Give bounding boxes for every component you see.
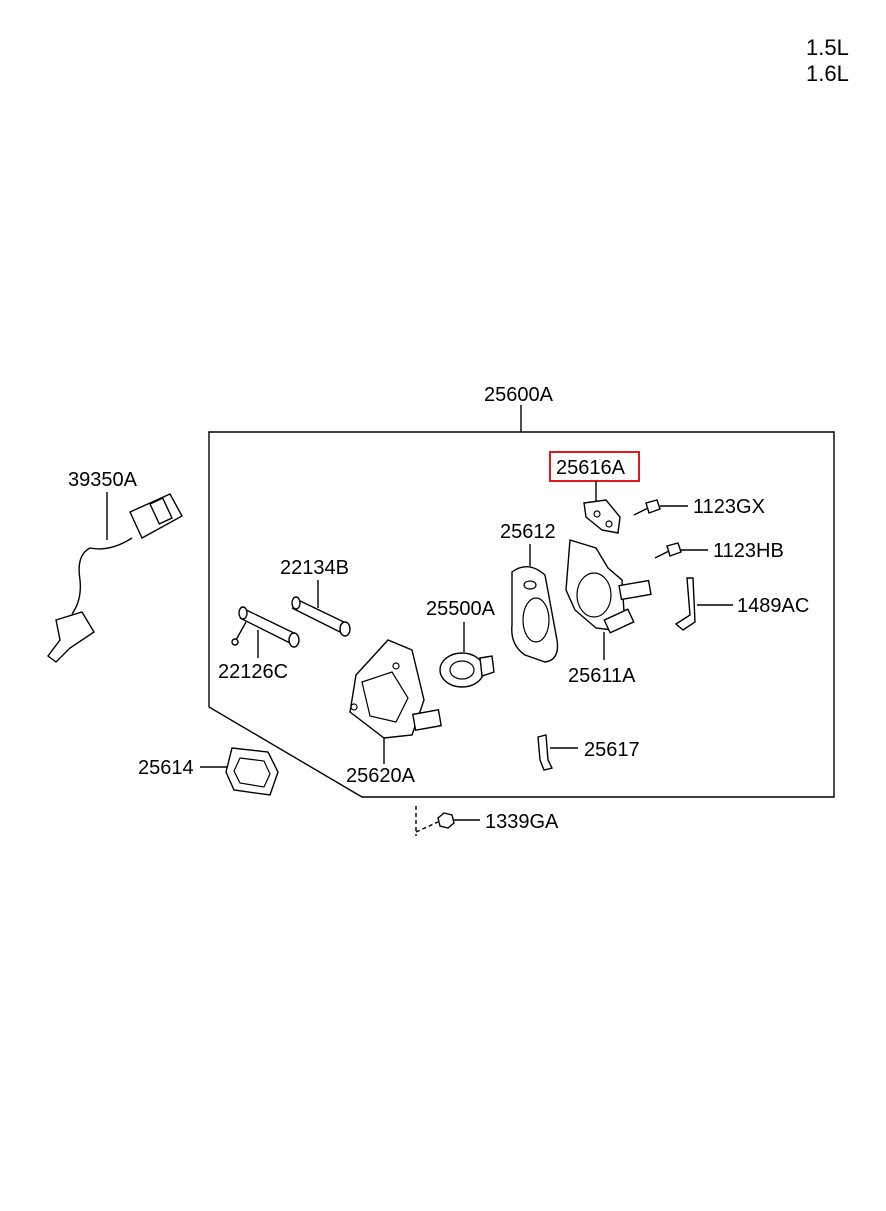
part-25612-gasket[interactable]	[511, 566, 559, 663]
part-label-25600A[interactable]: 25600A	[484, 384, 554, 406]
part-label-25500A[interactable]: 25500A	[426, 598, 496, 620]
part-label-1123GX[interactable]: 1123GX	[693, 496, 765, 518]
part-label-25611A[interactable]: 25611A	[568, 665, 636, 687]
part-label-22134B[interactable]: 22134B	[280, 557, 349, 579]
part-25611A-housing[interactable]	[565, 539, 652, 634]
part-label-1123HB[interactable]: 1123HB	[713, 540, 784, 562]
part-label-1339GA[interactable]: 1339GA	[485, 811, 559, 833]
part-label-25614[interactable]: 25614	[138, 757, 194, 779]
part-25620A-fitting[interactable]	[349, 639, 443, 739]
part-1339GA-nut[interactable]	[437, 812, 455, 829]
part-1489AC-clip[interactable]	[674, 577, 696, 631]
part-25614-gasket[interactable]	[225, 747, 279, 796]
part-25616A-bracket[interactable]	[583, 499, 621, 534]
part-25617-clip[interactable]	[537, 734, 554, 771]
part-39350A-sensor[interactable]	[47, 493, 183, 663]
part-label-25617[interactable]: 25617	[584, 739, 640, 761]
part-22134B-pipe[interactable]	[291, 596, 351, 637]
part-label-25616A[interactable]: 25616A	[556, 457, 626, 479]
part-1123HB-bolt[interactable]	[654, 542, 682, 559]
part-label-25612[interactable]: 25612	[500, 521, 556, 543]
part-label-39350A[interactable]: 39350A	[68, 469, 138, 491]
leader-1339GA-dashed-2	[415, 821, 439, 833]
assembly-frame	[208, 431, 835, 798]
engine-label-1-5l: 1.5L	[806, 35, 849, 60]
selected-part-highlight	[549, 451, 640, 482]
engine-label-1-6l: 1.6L	[806, 61, 849, 86]
part-25500A-thermostat[interactable]	[439, 652, 495, 688]
part-label-1489AC[interactable]: 1489AC	[737, 595, 809, 617]
part-22126C-pipe[interactable]	[231, 606, 300, 648]
part-1123GX-bolt[interactable]	[633, 499, 661, 516]
part-label-25620A[interactable]: 25620A	[346, 765, 416, 787]
part-label-22126C[interactable]: 22126C	[218, 661, 288, 683]
